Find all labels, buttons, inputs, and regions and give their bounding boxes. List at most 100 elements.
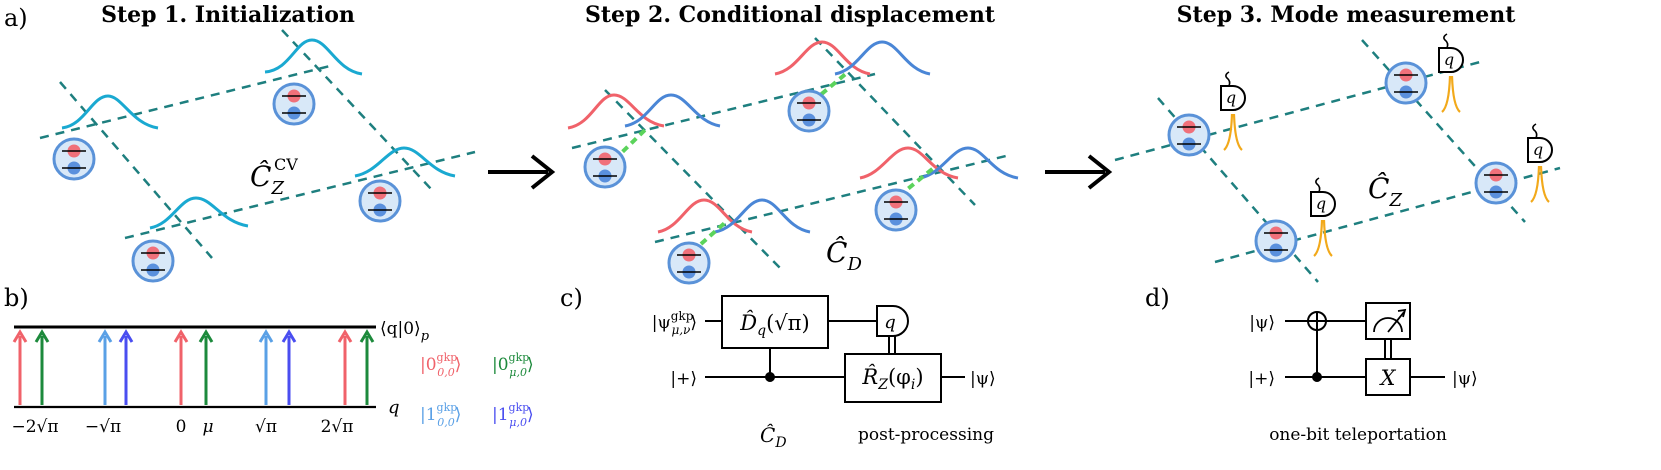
signal-spike [1440, 74, 1462, 114]
gaussian-peak-blue [834, 40, 931, 76]
measurement: q [1527, 123, 1553, 204]
input-psi: |ψ⟩ [1249, 313, 1275, 333]
x-gate-label: X [1379, 366, 1397, 390]
gaussian-peak [264, 38, 363, 76]
tick-label: √π [255, 417, 277, 437]
panel-label-d: d) [1145, 284, 1170, 312]
input-plus: |+⟩ [1248, 369, 1275, 389]
panel-label-b: b) [4, 284, 29, 312]
measure-q: q [1533, 140, 1543, 159]
displacement-gate-label: D̂q(√π) [739, 311, 809, 339]
q-axis-label: q [388, 397, 400, 418]
displacement-gate [721, 295, 829, 349]
comb-arrow-head [173, 329, 189, 343]
step3-lattice: q q q q ĈZ [1114, 33, 1561, 283]
mode-icon [52, 137, 96, 181]
mode-icon [358, 179, 402, 223]
gaussian-peak [149, 196, 249, 230]
tick-label: 2√π [321, 417, 354, 437]
cd-label: ĈD [760, 422, 787, 451]
grid-line [571, 72, 876, 150]
comb-arrow-head [34, 329, 50, 343]
gaussian-peak-blue [624, 93, 721, 128]
measurement: q [1438, 33, 1464, 114]
cnot-control [1312, 372, 1322, 382]
cz-cv-operator: ĈZCV [250, 155, 298, 199]
output-psi: |ψ⟩ [1452, 369, 1478, 389]
gaussian-peak-blue [714, 198, 811, 234]
comb-arrow-head [198, 329, 214, 343]
displacement-link [810, 70, 850, 104]
tick-label: 0 [176, 417, 187, 437]
measurement: q [1310, 177, 1336, 258]
panel-d-circuit: X |ψ⟩ |+⟩ |ψ⟩ one-bit teleportation [1248, 302, 1478, 445]
step3-title: Step 3. Mode measurement [1177, 2, 1517, 28]
rotation-gate-label: R̂Z(φi) [861, 365, 923, 393]
comb-arrow-head [118, 329, 134, 343]
grid-line [604, 89, 781, 269]
grid-line [814, 37, 976, 206]
grid-line [1214, 166, 1561, 264]
input-plus: |+⟩ [670, 369, 697, 389]
measurement-icon [876, 305, 909, 337]
comb-arrow-head [258, 329, 274, 343]
arrow-step1-to-step2 [488, 154, 556, 190]
rotation-gate [844, 353, 942, 403]
displacement-link [897, 164, 938, 198]
measure-q: q [1316, 194, 1326, 213]
comb-arrow-head [359, 329, 375, 343]
mode-icon [787, 89, 831, 133]
mode-icon [1167, 113, 1211, 157]
mode-icon [583, 145, 627, 189]
gaussian-peak [61, 94, 159, 130]
displacement-link [690, 218, 730, 254]
panel-label-a: a) [4, 4, 28, 32]
cz-operator: ĈZ [1368, 171, 1402, 211]
wavefunction-label: ⟨q|0⟩p [380, 319, 430, 344]
comb-arrow-head [12, 329, 28, 343]
tick-label: −2√π [11, 417, 58, 437]
measure-q: q [884, 312, 896, 333]
grid-line [654, 153, 1011, 244]
panel-label-c: c) [560, 284, 583, 312]
comb-arrow-head [337, 329, 353, 343]
mode-icon [874, 188, 918, 232]
gaussian-peak [354, 146, 456, 178]
mode-icon [272, 82, 316, 126]
comb-arrow-head [281, 329, 297, 343]
mode-icon [131, 239, 175, 283]
mode-icon [1474, 161, 1518, 205]
comb-arrows [12, 329, 375, 405]
control-dot [765, 372, 775, 382]
step1-lattice: ĈZCV [39, 29, 476, 283]
wavefunction-peaks [567, 40, 1019, 234]
signal-spike [1222, 112, 1244, 152]
measurement: q [1220, 71, 1246, 152]
displacement-link [612, 126, 649, 162]
gaussian-peak-blue [919, 146, 1019, 180]
tick-label: μ [202, 417, 213, 437]
teleportation-caption: one-bit teleportation [1269, 425, 1447, 445]
mode-icon [1384, 61, 1428, 105]
output-psi: |ψ⟩ [970, 369, 996, 389]
grid-line [281, 29, 433, 191]
grid-line [39, 64, 331, 140]
gaussian-peak-red [774, 40, 871, 76]
post-processing-label: post-processing [858, 425, 994, 445]
step2-title: Step 2. Conditional displacement [585, 2, 996, 28]
grid-line [124, 150, 476, 240]
gaussian-peak-red [567, 93, 665, 130]
arrow-step2-to-step3 [1045, 154, 1113, 190]
x-gate [1365, 358, 1411, 396]
mode-icon [1254, 219, 1298, 263]
measure-q: q [1226, 88, 1236, 107]
step2-lattice: ĈD [567, 37, 1019, 285]
